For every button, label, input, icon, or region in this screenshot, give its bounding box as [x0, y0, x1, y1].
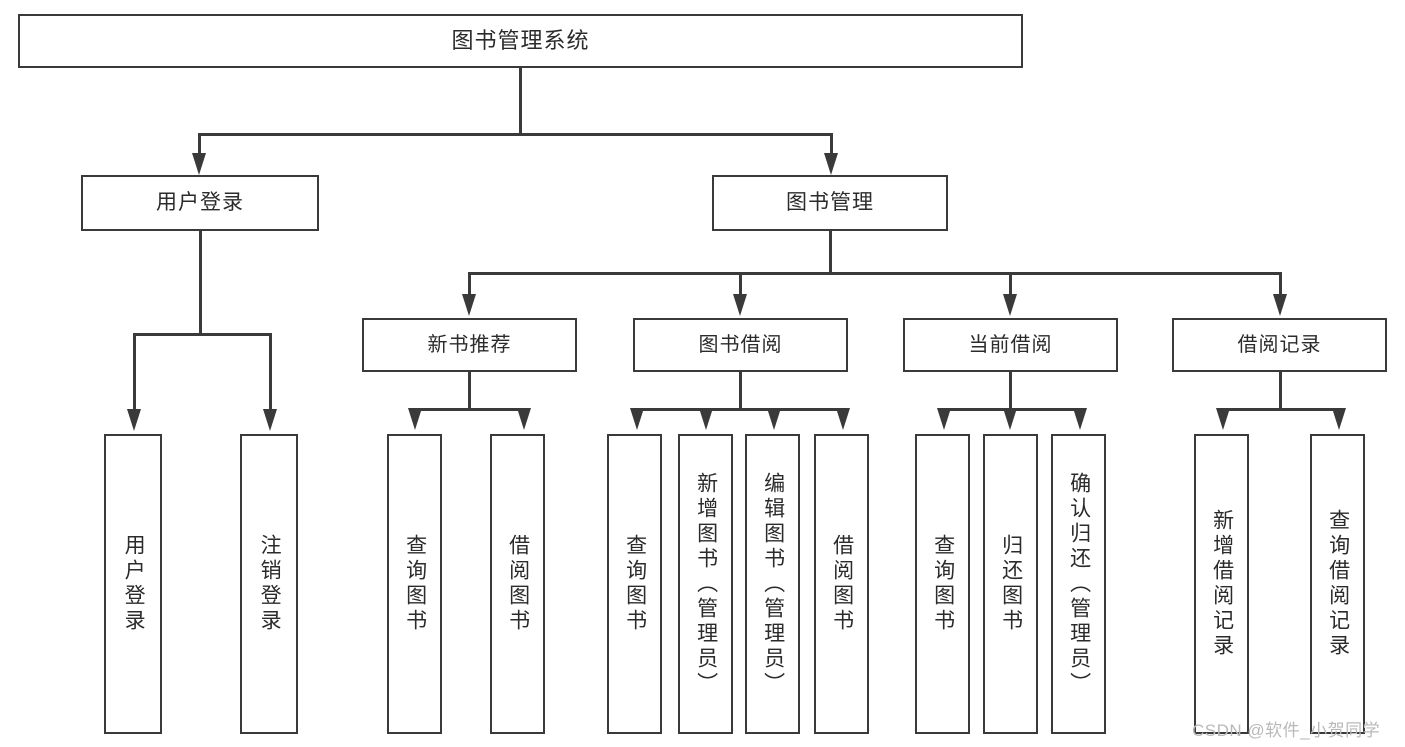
connector-user-login-drop-1: [269, 333, 272, 413]
connector-level1-bar: [198, 133, 832, 136]
connector-level1-drop-1: [830, 133, 833, 159]
connector-level2-drop-2: [1009, 272, 1012, 297]
leaf-user-login-0[interactable]: 用户登录: [104, 434, 162, 734]
node-current-borrow[interactable]: 当前借阅: [903, 318, 1118, 372]
connector-level2-bar: [468, 272, 1280, 275]
connector-book-mgmt-stem: [829, 231, 832, 274]
leaf-new-book-0[interactable]: 查询图书: [387, 434, 442, 734]
leaf-new-book-1[interactable]: 借阅图书: [490, 434, 545, 734]
connector-new-book-stem: [468, 372, 471, 410]
arrowhead-book-borrow-3: [836, 408, 850, 430]
leaf-borrow-record-1[interactable]: 查询借阅记录: [1310, 434, 1365, 734]
leaf-book-borrow-2[interactable]: 编辑图书（管理员）: [745, 434, 800, 734]
arrowhead-current-borrow-0: [937, 408, 951, 430]
connector-current-borrow-stem: [1009, 372, 1012, 410]
connector-user-login-drop-0: [133, 333, 136, 413]
node-book-borrow[interactable]: 图书借阅: [633, 318, 848, 372]
arrowhead-current-borrow-1: [1003, 408, 1017, 430]
arrowhead-new-book-1: [517, 408, 531, 430]
arrowhead-current-borrow-2: [1073, 408, 1087, 430]
leaf-borrow-record-0[interactable]: 新增借阅记录: [1194, 434, 1249, 734]
connector-book-borrow-stem: [739, 372, 742, 410]
leaf-book-borrow-3[interactable]: 借阅图书: [814, 434, 869, 734]
arrowhead-level1-1: [824, 153, 838, 175]
connector-user-login-stem: [199, 231, 202, 335]
arrowhead-level2-0: [462, 294, 476, 316]
arrowhead-level2-1: [733, 294, 747, 316]
arrowhead-book-borrow-2: [767, 408, 781, 430]
arrowhead-book-borrow-1: [699, 408, 713, 430]
arrowhead-level1-0: [192, 153, 206, 175]
connector-level2-drop-0: [468, 272, 471, 297]
arrowhead-borrow-record-0: [1216, 408, 1230, 430]
node-book-management[interactable]: 图书管理: [712, 175, 948, 231]
leaf-user-login-1[interactable]: 注销登录: [240, 434, 298, 734]
arrowhead-new-book-0: [408, 408, 422, 430]
connector-user-login-bar: [133, 333, 271, 336]
arrowhead-user-login-1: [263, 409, 277, 431]
connector-borrow-record-bar: [1222, 408, 1339, 411]
arrowhead-book-borrow-0: [630, 408, 644, 430]
leaf-current-borrow-0[interactable]: 查询图书: [915, 434, 970, 734]
leaf-current-borrow-1[interactable]: 归还图书: [983, 434, 1038, 734]
arrowhead-user-login-0: [127, 409, 141, 431]
node-new-book-recommend[interactable]: 新书推荐: [362, 318, 577, 372]
connector-level1-drop-0: [198, 133, 201, 159]
leaf-current-borrow-2[interactable]: 确认归还（管理员）: [1051, 434, 1106, 734]
arrowhead-borrow-record-1: [1332, 408, 1346, 430]
connector-borrow-record-stem: [1279, 372, 1282, 410]
leaf-book-borrow-1[interactable]: 新增图书（管理员）: [678, 434, 733, 734]
connector-book-borrow-bar: [636, 408, 843, 411]
node-borrow-record[interactable]: 借阅记录: [1172, 318, 1387, 372]
node-root-system[interactable]: 图书管理系统: [18, 14, 1023, 68]
connector-new-book-bar: [414, 408, 524, 411]
leaf-book-borrow-0[interactable]: 查询图书: [607, 434, 662, 734]
connector-level2-drop-3: [1279, 272, 1282, 297]
node-user-login[interactable]: 用户登录: [81, 175, 319, 231]
arrowhead-level2-2: [1003, 294, 1017, 316]
connector-root-stem: [519, 68, 522, 135]
connector-level2-drop-1: [739, 272, 742, 297]
arrowhead-level2-3: [1273, 294, 1287, 316]
